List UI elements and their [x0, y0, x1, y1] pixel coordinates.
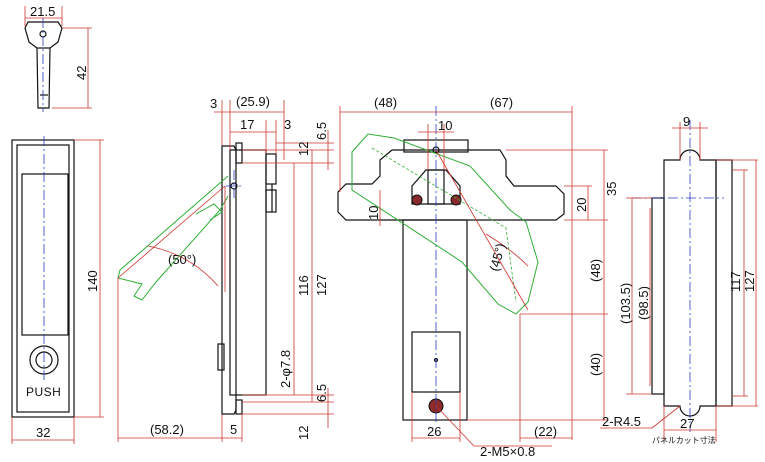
dim-open-10a: 10	[438, 118, 452, 133]
dim-side-65a: 6.5	[314, 122, 329, 140]
dim-panel-1035: (103.5)	[618, 283, 633, 324]
front-handle-window	[21, 173, 69, 336]
dim-side-angle: (50°)	[168, 252, 196, 267]
dim-side-3b: 3	[284, 117, 291, 132]
dim-open-48b: (48)	[588, 259, 603, 282]
panel-leader-r45	[651, 405, 681, 429]
dim-side-5: 5	[230, 422, 237, 437]
dim-open-26: 26	[427, 424, 441, 439]
dim-open-40: (40)	[588, 353, 603, 376]
dim-side-259: (25.9)	[236, 94, 270, 109]
open-screw-right	[450, 194, 462, 206]
dim-panel-117: 117	[728, 271, 743, 292]
side-gasket	[217, 343, 225, 371]
side-open-handle-tip	[195, 203, 223, 221]
open-view: (45°) (48) (67) 10 35 20 (48) (40) 10 26	[337, 95, 619, 459]
dim-open-35: 35	[604, 182, 619, 196]
dim-front-width: 32	[36, 425, 50, 440]
open-rotated-handle	[351, 133, 539, 315]
dim-panel-985: (98.5)	[636, 286, 651, 320]
dim-side-3a: 3	[210, 96, 217, 111]
side-cam	[265, 153, 277, 185]
dim-side-116: 116	[296, 275, 311, 296]
dim-open-67: (67)	[490, 95, 513, 110]
open-body	[402, 219, 468, 421]
open-leader-m5	[435, 405, 475, 447]
dim-side-12b: 12	[296, 426, 311, 440]
open-screw-left	[411, 194, 423, 206]
dim-open-m5: 2-M5×0.8	[480, 444, 535, 459]
side-view: (50°) 3 (25.9) 17 3 12 6.5 116 127 2-φ7.…	[117, 94, 334, 442]
side-angle-arc	[147, 245, 219, 287]
dim-panel-r45: 2-R4.5	[602, 414, 641, 429]
dim-key-width: 21.5	[30, 4, 55, 19]
dim-side-127: 127	[314, 274, 329, 296]
open-rotated-guide	[371, 147, 517, 303]
dim-side-582: (58.2)	[150, 422, 184, 437]
dim-side-65b: 6.5	[314, 384, 329, 402]
open-latch-block	[411, 169, 461, 205]
open-angle-arc	[485, 233, 529, 267]
side-bottom-tip	[235, 399, 243, 415]
side-latch-tip	[235, 142, 243, 164]
dim-open-48: (48)	[374, 95, 397, 110]
panel-gasket-left	[651, 197, 665, 395]
side-screw	[265, 189, 277, 213]
open-cam-plate	[337, 149, 565, 221]
side-open-handle	[117, 175, 229, 301]
dim-front-height: 140	[85, 270, 100, 292]
open-angle-leg	[435, 149, 529, 311]
dim-open-angle: (45°)	[486, 242, 508, 273]
key-view: 21.5 42	[24, 4, 92, 112]
dim-open-20: 20	[574, 198, 589, 212]
dim-open-22: (22)	[534, 424, 557, 439]
dim-panel-9: 9	[683, 114, 690, 129]
dim-panel-27: 27	[680, 416, 694, 431]
panel-cutout-view: 9 117 127 (103.5) (98.5) 27 2-R4.5 パネルカッ…	[600, 114, 758, 445]
panel-cutout-note: パネルカット寸法	[652, 435, 716, 445]
dim-side-12a: 12	[296, 142, 311, 156]
push-label: PUSH	[26, 385, 61, 399]
dim-panel-127: 127	[742, 270, 757, 292]
front-bezel	[11, 139, 75, 418]
dim-side-17: 17	[240, 117, 254, 132]
dim-key-height: 42	[74, 66, 89, 80]
dim-open-10b: 10	[366, 206, 381, 220]
front-view: PUSH 140 32	[11, 136, 104, 444]
key-outline	[24, 21, 63, 109]
dim-side-phi78: 2-φ7.8	[278, 350, 293, 388]
side-angle-leg	[117, 185, 226, 279]
front-bezel-inner	[16, 144, 70, 413]
